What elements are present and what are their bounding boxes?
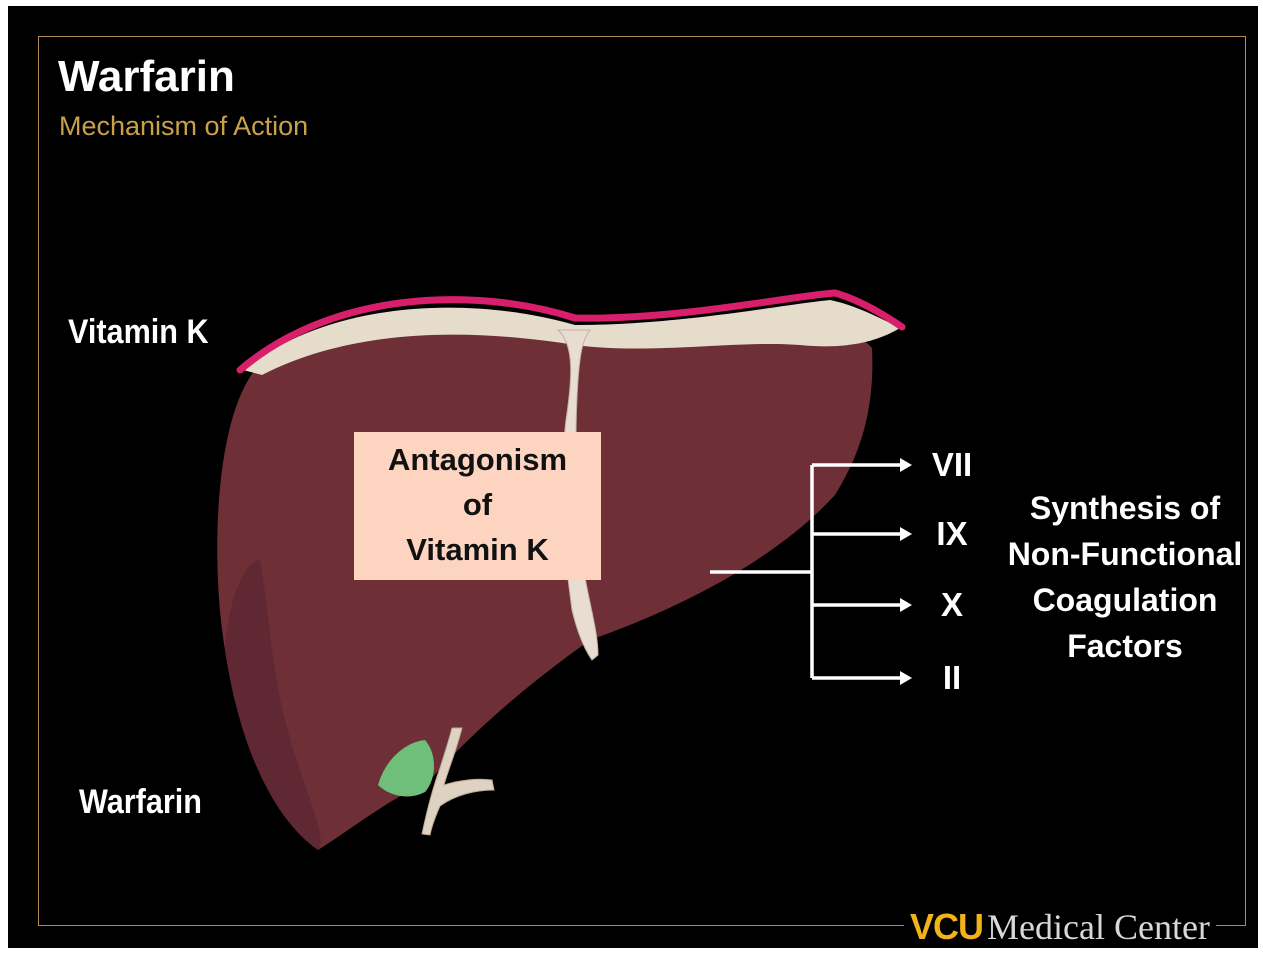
logo-name: Medical Center — [987, 907, 1210, 947]
slide-subtitle: Mechanism of Action — [59, 111, 308, 142]
slide-title: Warfarin — [58, 52, 235, 102]
antagonism-box: Antagonism of Vitamin K — [354, 432, 601, 580]
antagonism-line-2: of — [354, 487, 601, 523]
synthesis-line-2: Non-Functional — [990, 536, 1260, 573]
arrow-ix — [900, 527, 912, 541]
arrow-x — [900, 598, 912, 612]
antagonism-line-1: Antagonism — [354, 442, 601, 478]
factor-x: X — [922, 586, 982, 624]
antagonism-line-3: Vitamin K — [354, 532, 601, 568]
liver — [217, 324, 872, 850]
factor-ix: IX — [922, 515, 982, 553]
vitamin-k-label: Vitamin K — [68, 313, 209, 352]
factor-ii: II — [922, 659, 982, 697]
arrow-vii — [900, 458, 912, 472]
synthesis-line-3: Coagulation — [990, 582, 1260, 619]
synthesis-line-1: Synthesis of — [990, 490, 1260, 527]
warfarin-label: Warfarin — [79, 783, 202, 822]
arrow-ii — [900, 671, 912, 685]
factor-vii: VII — [922, 446, 982, 484]
logo-brand: VCU — [910, 906, 983, 947]
vcu-medical-center-logo: VCU Medical Center — [904, 906, 1216, 946]
synthesis-line-4: Factors — [990, 628, 1260, 665]
